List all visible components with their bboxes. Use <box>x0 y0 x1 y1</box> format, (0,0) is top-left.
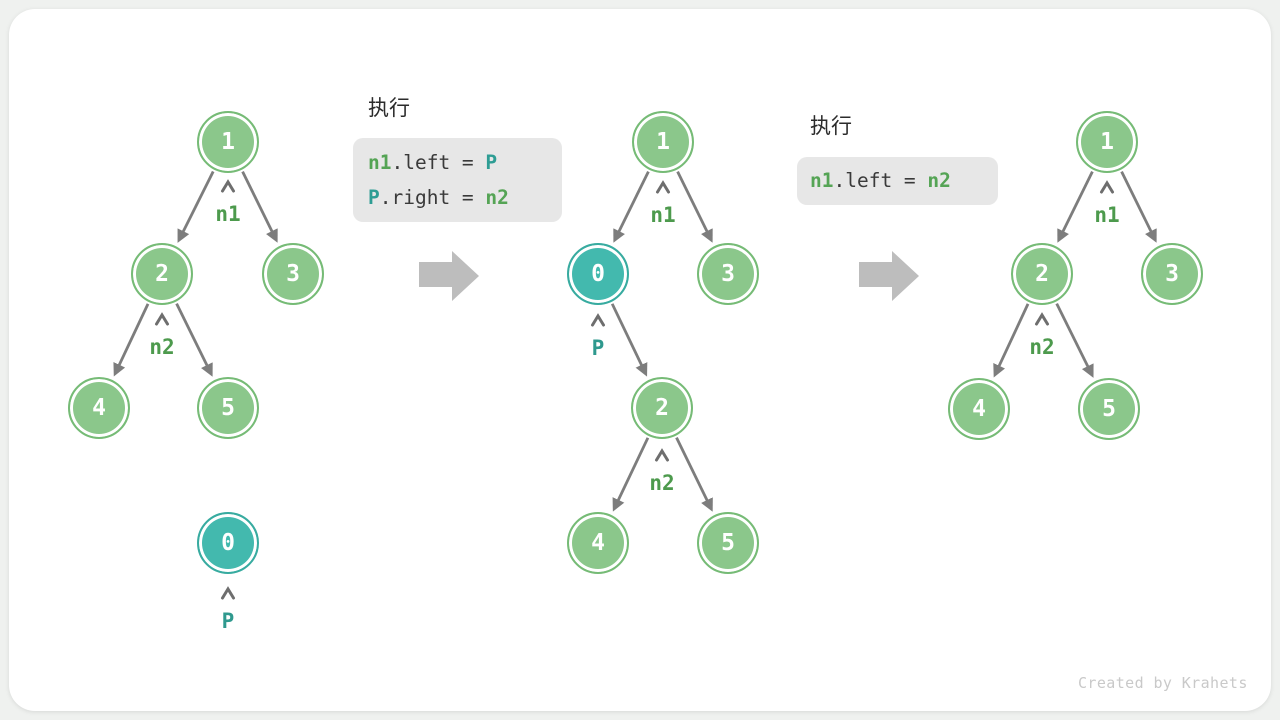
code-line: n1.left = P <box>368 145 547 180</box>
code-line: n1.left = n2 <box>810 164 985 198</box>
tree-node-3: 3 <box>1141 243 1203 305</box>
tree-node-3: 3 <box>697 243 759 305</box>
pointer-label-n2: n2 <box>149 335 175 359</box>
tree-node-2: 2 <box>631 377 693 439</box>
code-panel-remove: 执行 n1.left = n2 <box>797 114 998 205</box>
tree-edge-2-5 <box>175 302 213 377</box>
tree-node-0: 0 <box>197 512 259 574</box>
tree-node-4: 4 <box>567 512 629 574</box>
tree-edge-1-2 <box>177 170 215 243</box>
up-caret-icon <box>591 313 605 327</box>
code-panel-insert: 执行 n1.left = P P.right = n2 <box>353 96 562 222</box>
tree-node-5: 5 <box>1078 378 1140 440</box>
pointer-label-n2: n2 <box>1029 335 1055 359</box>
tree-node-0: 0 <box>567 243 629 305</box>
up-caret-icon <box>656 180 670 194</box>
up-caret-icon <box>221 179 235 193</box>
tree-node-4: 4 <box>68 377 130 439</box>
code-token: n2 <box>485 186 509 209</box>
tree-node-1: 1 <box>1076 111 1138 173</box>
pointer-label-p: P <box>221 609 235 633</box>
tree-edge-2-4 <box>993 303 1030 378</box>
tree-edge-1-3 <box>241 170 278 243</box>
code-token: .right = <box>379 186 486 209</box>
up-caret-icon <box>655 448 669 462</box>
pointer-label-n1: n1 <box>215 202 241 226</box>
code-token: n1 <box>810 169 834 192</box>
tree-edge-1-3 <box>676 170 713 243</box>
tree-node-3: 3 <box>262 243 324 305</box>
tree-node-1: 1 <box>632 111 694 173</box>
tree-edge-2-5 <box>1055 302 1094 378</box>
pointer-label-n1: n1 <box>1094 203 1120 227</box>
tree-edge-2-5 <box>675 436 713 512</box>
code-box: n1.left = P P.right = n2 <box>353 138 562 222</box>
pointer-label-n2: n2 <box>649 471 675 495</box>
tree-edge-1-3 <box>1120 170 1157 243</box>
transition-arrow-icon <box>419 251 479 301</box>
tree-edge-2-4 <box>113 303 150 377</box>
code-line: P.right = n2 <box>368 180 547 215</box>
code-token: P <box>368 186 380 209</box>
panel-title: 执行 <box>368 97 410 120</box>
tree-node-1: 1 <box>197 111 259 173</box>
tree-edge-1-2 <box>1057 170 1094 243</box>
tree-node-2: 2 <box>1011 243 1073 305</box>
panel-title: 执行 <box>810 115 852 138</box>
tree-node-5: 5 <box>197 377 259 439</box>
up-caret-icon <box>1035 312 1049 326</box>
up-caret-icon <box>155 312 169 326</box>
code-token: n1 <box>368 151 392 174</box>
tree-edge-0-2 <box>610 303 648 377</box>
code-token: .left = <box>391 151 486 174</box>
code-box: n1.left = n2 <box>797 157 998 205</box>
tree-node-5: 5 <box>697 512 759 574</box>
tree-node-2: 2 <box>131 243 193 305</box>
transition-arrow-icon <box>859 251 919 301</box>
up-caret-icon <box>221 586 235 600</box>
tree-edge-1-0 <box>613 170 650 243</box>
code-token: P <box>485 151 498 174</box>
pointer-label-p: P <box>591 336 605 360</box>
code-token: .left = <box>833 169 928 192</box>
watermark: Created by Krahets <box>1078 674 1248 692</box>
code-token: n2 <box>927 169 951 192</box>
tree-edge-2-4 <box>612 437 650 512</box>
pointer-label-n1: n1 <box>650 203 676 227</box>
up-caret-icon <box>1100 180 1114 194</box>
tree-node-4: 4 <box>948 378 1010 440</box>
